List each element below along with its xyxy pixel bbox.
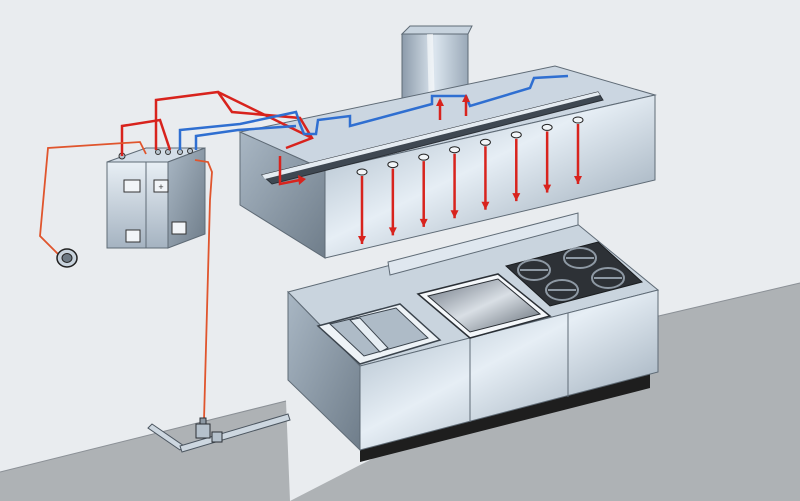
gauge-plus-icon: + [158, 182, 163, 192]
nozzle-group [278, 94, 584, 244]
suppression-control-unit: + [106, 147, 206, 249]
discharge-arrowhead [481, 201, 490, 210]
plenum-side-arrow [278, 156, 301, 186]
cooking-line [287, 212, 660, 462]
sink [316, 303, 442, 365]
cabinet-panel-right [171, 221, 187, 235]
nozzle-icon [479, 138, 491, 146]
nozzle-icon [356, 168, 368, 176]
discharge-arrowhead [450, 210, 459, 219]
wall-floor-edge-right [649, 282, 800, 319]
exhaust-hood [238, 65, 657, 259]
gas-supply-pipe [147, 413, 291, 453]
detection-line [178, 74, 569, 150]
plenum-arrowhead [462, 94, 470, 102]
wall-floor-edge [0, 400, 287, 473]
nozzle-icon [449, 146, 461, 154]
discharge-arrowhead [388, 227, 397, 236]
nozzle-icon [418, 153, 430, 161]
plenum-arrowhead [436, 98, 444, 106]
plenum-side-arrowhead [298, 175, 306, 185]
discharge-arrowhead [512, 193, 521, 202]
cabinet-panel-left [125, 229, 141, 243]
floor [0, 401, 290, 501]
nozzle-icon [510, 131, 522, 139]
nozzle-icon [387, 161, 399, 169]
nozzle-icon [541, 123, 553, 131]
cabinet-gauge-right [153, 179, 169, 193]
discharge-arrowhead [574, 176, 582, 184]
nozzle-icon [572, 116, 584, 124]
burner-grate-icon [517, 247, 625, 301]
discharge-arrowhead [543, 184, 552, 193]
gas-range-burners [504, 241, 644, 307]
discharge-arrowhead [419, 218, 428, 227]
agent-distribution-line [120, 90, 314, 156]
gas-shutoff-valve-icon [195, 423, 211, 439]
manual-pull-station-icon [56, 248, 78, 268]
griddle [416, 273, 552, 339]
cabinet-gauge-left [123, 179, 141, 193]
discharge-arrowhead [358, 236, 366, 244]
